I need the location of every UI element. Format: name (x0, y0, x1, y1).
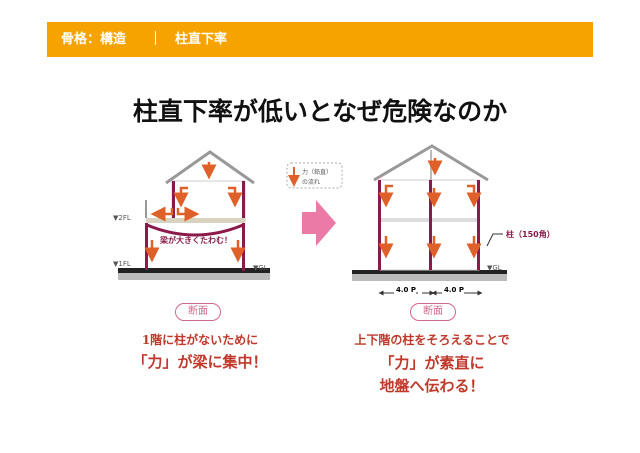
span-1: 4.0 P (396, 286, 416, 294)
page-title: 柱直下率が低いとなぜ危険なのか (132, 97, 508, 126)
legend-line2: の流れ (302, 178, 320, 186)
header-topic: 柱直下率 (175, 32, 228, 47)
level-gl-left: ▼GL (253, 264, 268, 272)
left-caption-2: 「力」が梁に集中！ (132, 353, 268, 371)
left-house-diagram: 梁が大きくたわむ！ ▼2FL ▼1FL ▼GL (113, 150, 270, 280)
section-badge-right: 断面 (410, 303, 456, 321)
column-label: 柱（150角） (506, 229, 555, 239)
beam-deflection-label: 梁が大きくたわむ！ (159, 235, 232, 245)
legend-line1: 力（鉛直） (302, 168, 332, 176)
right-caption-1: 上下階の柱をそろえることで (354, 333, 510, 347)
arrow-right-icon (302, 200, 336, 246)
right-house-diagram: 柱（150角） ▼GL 4.0 P 4.0 P (352, 144, 555, 296)
right-caption-2: 「力」が素直に (379, 354, 485, 372)
section-header: 骨格：構造 ｜ 柱直下率 (47, 22, 593, 57)
right-caption-3: 地盤へ伝わる！ (379, 377, 485, 395)
level-gl-right: ▼GL (487, 264, 502, 272)
left-caption-1: 1階に柱がないために (141, 333, 259, 347)
level-1fl: ▼1FL (113, 260, 131, 268)
header-category: 骨格：構造 (61, 32, 127, 47)
header-separator: ｜ (149, 32, 163, 47)
section-badge-left: 断面 (175, 303, 221, 321)
level-2fl: ▼2FL (113, 214, 131, 222)
span-2: 4.0 P (444, 286, 464, 294)
force-flow-legend: 力（鉛直） の流れ (286, 162, 343, 189)
